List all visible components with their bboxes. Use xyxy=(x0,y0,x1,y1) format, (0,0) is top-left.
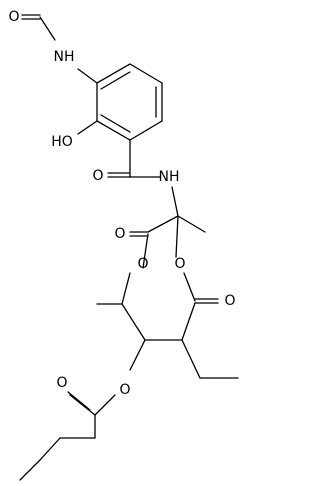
atom-label-formyl-o: O xyxy=(8,9,19,25)
bond xyxy=(69,394,96,416)
bond xyxy=(171,186,179,217)
bond xyxy=(100,71,131,90)
atom-labels: O NH HO O NH O O O O O O xyxy=(8,9,235,398)
bonds xyxy=(19,14,239,481)
bond xyxy=(177,215,206,233)
bond xyxy=(181,339,201,379)
atom-label-ring-o-right: O xyxy=(174,256,185,272)
bond xyxy=(77,120,98,135)
bond xyxy=(183,272,196,302)
bond xyxy=(142,233,149,269)
atom-label-ester-o: O xyxy=(119,382,130,398)
atom-label-ester-carbonyl-o: O xyxy=(56,375,67,391)
atom-label-amide-nh: NH xyxy=(159,169,180,185)
bond xyxy=(96,63,131,84)
bond xyxy=(181,302,196,341)
bond xyxy=(100,114,131,133)
bond xyxy=(121,303,146,341)
bond xyxy=(129,339,146,371)
bond xyxy=(175,215,179,258)
bond xyxy=(67,391,91,411)
bond xyxy=(39,16,56,41)
bond xyxy=(94,394,116,416)
atom-label-phenol-ho: HO xyxy=(51,134,73,150)
molecule-diagram: O NH HO O NH O O O O O O xyxy=(8,9,239,481)
bond xyxy=(96,120,131,141)
bond xyxy=(39,437,61,461)
atom-label-ring-carbonyl-o-right: O xyxy=(224,293,235,309)
bond xyxy=(147,215,179,233)
atom-label-amide-o: O xyxy=(92,168,103,184)
bond xyxy=(77,68,98,84)
atom-label-amine-nh: NH xyxy=(54,49,75,65)
bond xyxy=(19,459,41,481)
bond xyxy=(121,272,131,305)
atom-label-ring-carbonyl-o-left: O xyxy=(114,226,125,242)
bond xyxy=(129,120,163,141)
structure-drawing: O NH HO O NH O O O O O O xyxy=(8,9,239,481)
bond xyxy=(129,63,163,84)
atom-label-ring-o-left: O xyxy=(137,256,148,272)
